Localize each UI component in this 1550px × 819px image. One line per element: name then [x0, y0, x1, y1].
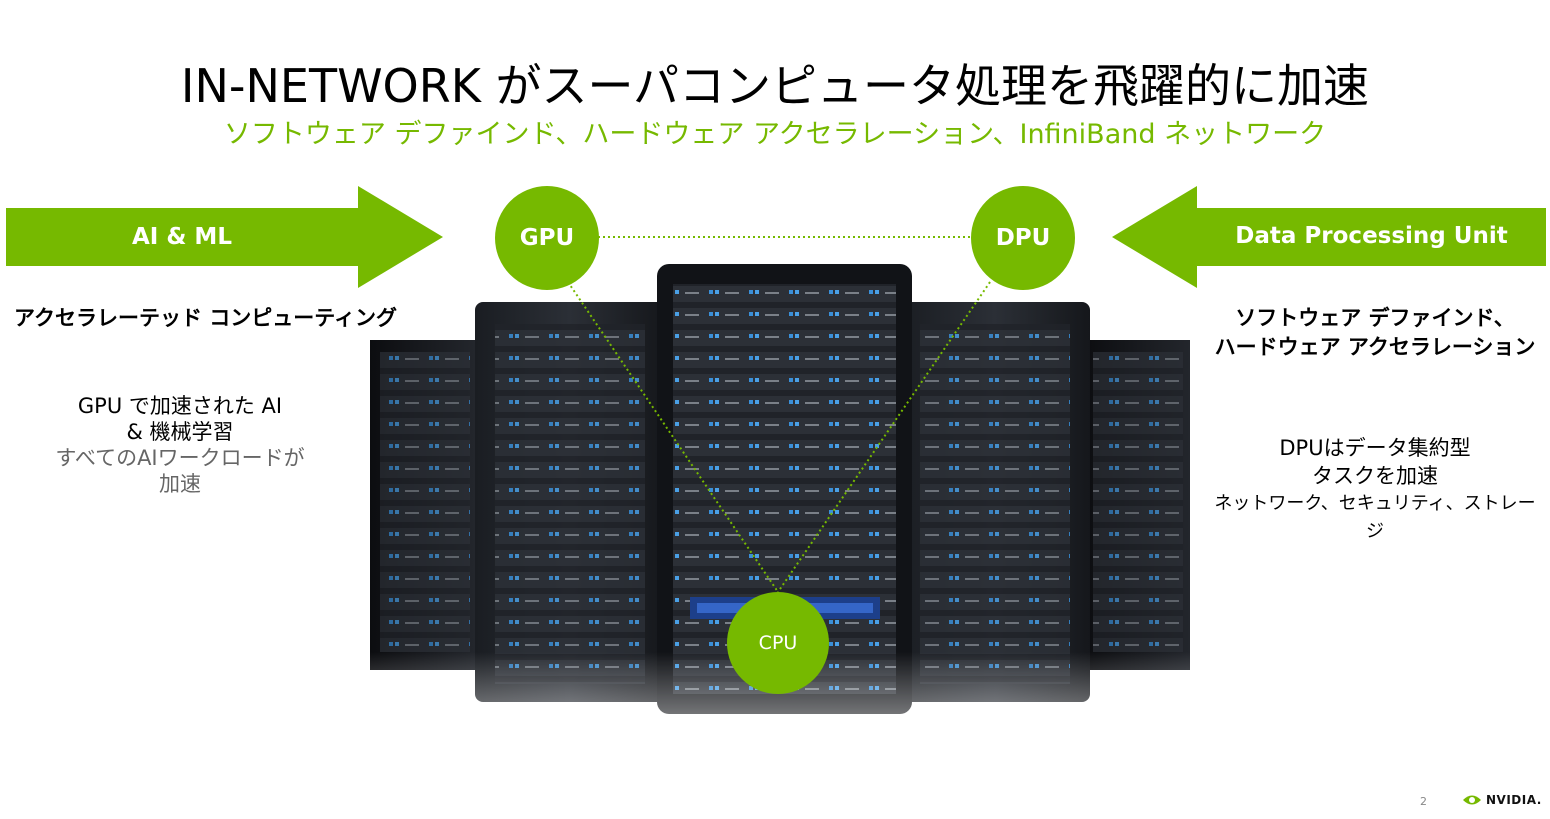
right-heading: ソフトウェア デファインド、 ハードウェア アクセラレーション [1210, 304, 1540, 362]
nvidia-eye-icon [1463, 795, 1481, 805]
left-heading: アクセラレーテッド コンピューティング [14, 306, 397, 330]
right-arrow-label: Data Processing Unit [1235, 223, 1508, 249]
slide-title: IN-NETWORK がスーパコンピュータ処理を飛躍的に加速 [180, 59, 1370, 113]
left-arrow-label: AI & ML [132, 224, 232, 250]
nvidia-wordmark: NVIDIA. [1486, 793, 1542, 807]
left-line-2: & 機械学習 [126, 420, 234, 444]
gpu-node: GPU [495, 186, 599, 290]
right-description: DPUはデータ集約型 タスクを加速 ネットワーク、セキュリティ、ストレージ [1210, 434, 1540, 546]
right-line-3: ネットワーク、セキュリティ、ストレージ [1214, 493, 1536, 542]
right-heading-line-2: ハードウェア アクセラレーション [1214, 335, 1536, 359]
cpu-node-label: CPU [758, 632, 798, 654]
dpu-node-label: DPU [995, 225, 1051, 251]
left-line-3: すべてのAIワークロードが [55, 446, 305, 470]
left-description: GPU で加速された AI & 機械学習 すべてのAIワークロードが 加速 [20, 393, 340, 497]
slide-subtitle: ソフトウェア デファインド、ハードウェア アクセラレーション、InfiniBan… [223, 119, 1327, 150]
right-line-2: タスクを加速 [1312, 464, 1438, 488]
dpu-node: DPU [971, 186, 1075, 290]
cpu-node: CPU [727, 592, 829, 694]
page-number: 2 [1420, 795, 1427, 808]
left-line-1: GPU で加速された AI [77, 394, 283, 418]
server-racks-image [345, 264, 1205, 802]
gpu-node-label: GPU [519, 225, 575, 251]
left-line-4: 加速 [159, 472, 201, 496]
left-arrow [6, 186, 443, 288]
nvidia-logo: NVIDIA. [1462, 793, 1542, 807]
right-line-1: DPUはデータ集約型 [1279, 436, 1471, 460]
right-arrow [1112, 186, 1546, 288]
right-heading-line-1: ソフトウェア デファインド、 [1235, 306, 1515, 330]
